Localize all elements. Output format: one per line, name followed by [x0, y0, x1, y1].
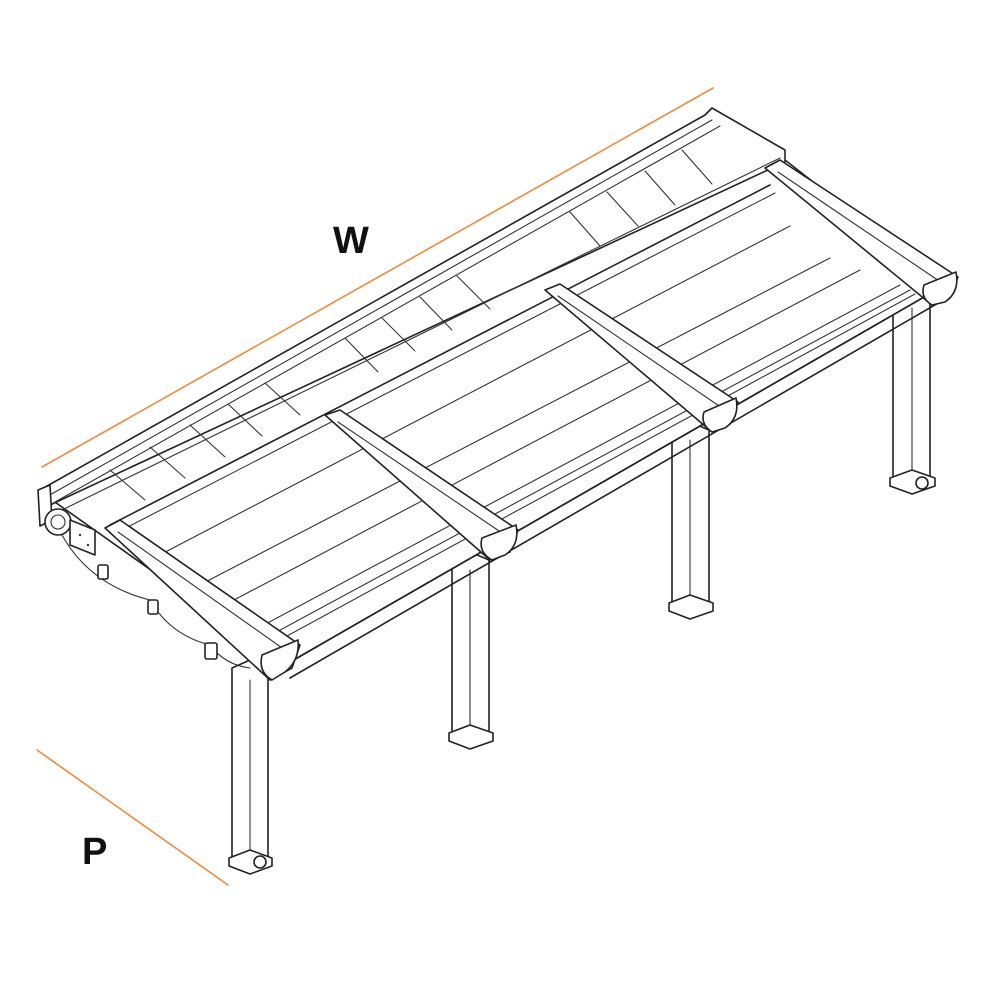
- width-dimension-line: [41, 87, 714, 468]
- cross-beam-4: [764, 159, 959, 306]
- leg-back-right: [889, 291, 936, 495]
- projection-label: P: [82, 831, 108, 873]
- projection-dimension-line: [36, 749, 229, 886]
- motor-assembly: [37, 484, 251, 669]
- cross-beam-3: [544, 283, 739, 433]
- leg-front-left: [228, 659, 273, 875]
- width-label: W: [333, 220, 369, 262]
- cross-beam-2: [324, 409, 519, 561]
- leg-middle-left: [448, 551, 494, 750]
- leg-middle-right: [668, 421, 714, 620]
- cross-beam-1: [104, 519, 301, 681]
